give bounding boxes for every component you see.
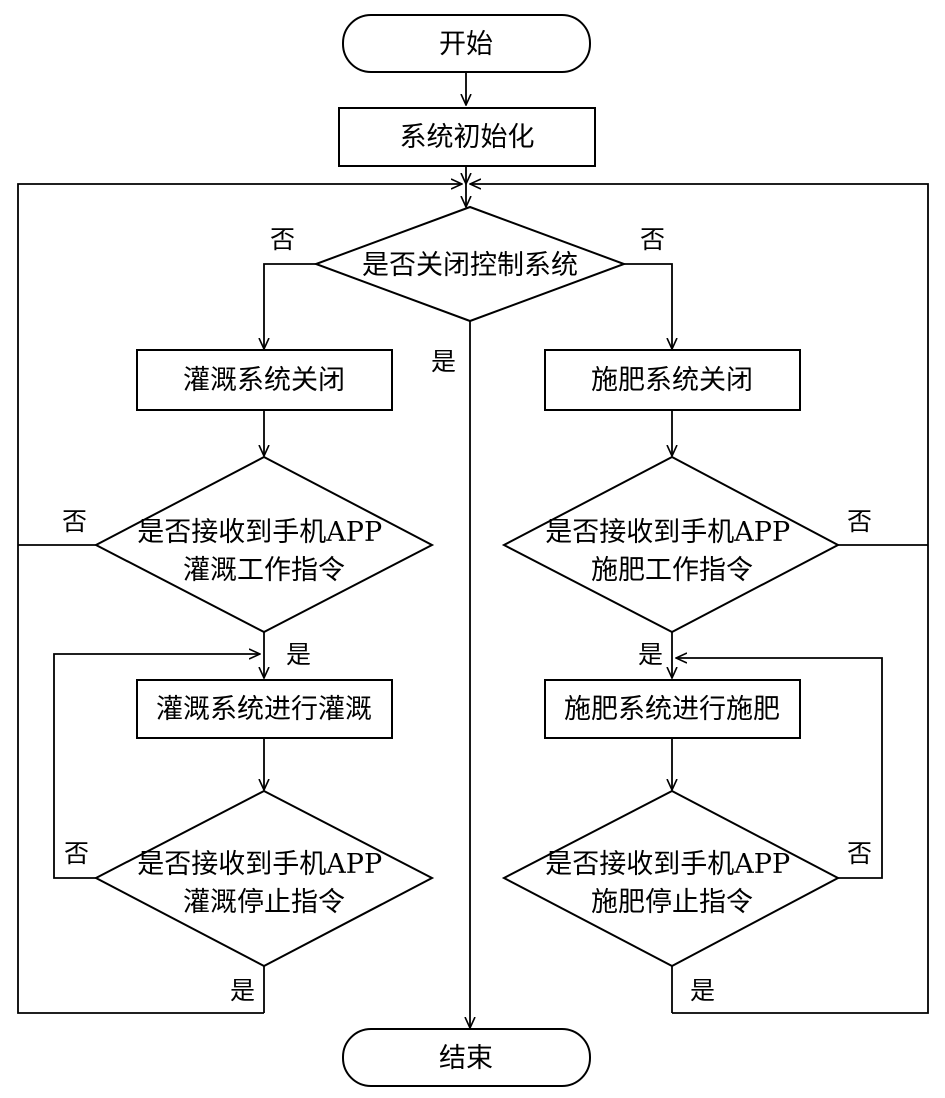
arrow-left-stop-no-loop	[53, 654, 260, 879]
fertilization-stop-yes-label: 是	[690, 976, 715, 1005]
irrigation-stop-no-label: 否	[64, 839, 89, 868]
irrigation-off-box	[136, 349, 393, 411]
arrow-right-loop-return	[470, 184, 929, 1014]
irrigation-work-decision-line-2: 灌溉工作指令	[183, 555, 345, 586]
fertilization-stop-decision-node: 是否接收到手机APP 施肥停止指令	[501, 789, 841, 968]
close-decision-yes-label: 是	[431, 347, 456, 376]
close-decision-node: 是否关闭控制系统	[313, 205, 627, 323]
init-label: 系统初始化	[400, 122, 535, 153]
fertilization-work-decision-node: 是否接收到手机APP 施肥工作指令	[501, 455, 841, 634]
irrigation-stop-decision-line-2: 灌溉停止指令	[183, 887, 345, 918]
fertilization-work-decision-line-1: 是否接收到手机APP	[545, 517, 790, 548]
arrow-decision-no-left	[264, 263, 316, 349]
end-label: 结束	[439, 1043, 493, 1074]
fertilization-run-box	[544, 679, 801, 739]
branch-labels: 否 否 是 否 否 是 是 否 否 是 是	[62, 225, 872, 1005]
end-node: 结束	[342, 1028, 591, 1087]
fertilization-work-no-label: 否	[847, 507, 872, 536]
fertilization-off-node: 施肥系统关闭	[544, 349, 801, 411]
end-terminator	[342, 1028, 591, 1087]
irrigation-work-no-label: 否	[62, 507, 87, 536]
close-decision-no-right-label: 否	[640, 225, 665, 254]
irrigation-off-node: 灌溉系统关闭	[136, 349, 393, 411]
arrow-left-loop-return	[17, 184, 462, 1014]
arrow-decision-no-right	[624, 263, 672, 349]
irrigation-work-decision-label: 是否接收到手机APP 灌溉工作指令	[137, 517, 390, 586]
init-process-box	[338, 107, 596, 167]
connectors	[17, 72, 929, 1028]
start-terminator	[342, 14, 591, 73]
irrigation-work-decision-diamond	[93, 455, 435, 634]
arrow-right-stop-no-loop	[676, 658, 883, 879]
fertilization-stop-decision-diamond	[501, 789, 841, 968]
start-label: 开始	[439, 29, 493, 60]
irrigation-work-yes-label: 是	[286, 640, 311, 669]
irrigation-run-label: 灌溉系统进行灌溉	[156, 694, 372, 725]
close-decision-diamond	[313, 205, 627, 323]
irrigation-work-decision-line-1: 是否接收到手机APP	[137, 517, 382, 548]
fertilization-stop-decision-line-1: 是否接收到手机APP	[545, 849, 790, 880]
close-decision-label: 是否关闭控制系统	[362, 250, 578, 281]
fertilization-run-node: 施肥系统进行施肥	[544, 679, 801, 739]
fertilization-work-yes-label: 是	[638, 640, 663, 669]
fertilization-stop-no-label: 否	[847, 839, 872, 868]
fertilization-off-box	[544, 349, 801, 411]
irrigation-work-decision-node: 是否接收到手机APP 灌溉工作指令	[93, 455, 435, 634]
init-node: 系统初始化	[338, 107, 596, 167]
irrigation-run-node: 灌溉系统进行灌溉	[136, 679, 393, 739]
fertilization-stop-decision-label: 是否接收到手机APP 施肥停止指令	[545, 849, 798, 918]
irrigation-stop-decision-label: 是否接收到手机APP 灌溉停止指令	[137, 849, 390, 918]
irrigation-off-label: 灌溉系统关闭	[183, 365, 345, 396]
irrigation-stop-decision-diamond	[93, 789, 435, 968]
close-decision-no-left-label: 否	[270, 225, 295, 254]
irrigation-run-box	[136, 679, 393, 739]
fertilization-run-label: 施肥系统进行施肥	[564, 694, 780, 725]
start-node: 开始	[342, 14, 591, 73]
irrigation-stop-yes-label: 是	[230, 976, 255, 1005]
fertilization-work-decision-line-2: 施肥工作指令	[591, 555, 753, 586]
fertilization-stop-decision-line-2: 施肥停止指令	[591, 887, 753, 918]
fertilization-work-decision-diamond	[501, 455, 841, 634]
fertilization-work-decision-label: 是否接收到手机APP 施肥工作指令	[545, 517, 798, 586]
irrigation-stop-decision-node: 是否接收到手机APP 灌溉停止指令	[93, 789, 435, 968]
irrigation-stop-decision-line-1: 是否接收到手机APP	[137, 849, 382, 880]
fertilization-off-label: 施肥系统关闭	[591, 365, 753, 396]
